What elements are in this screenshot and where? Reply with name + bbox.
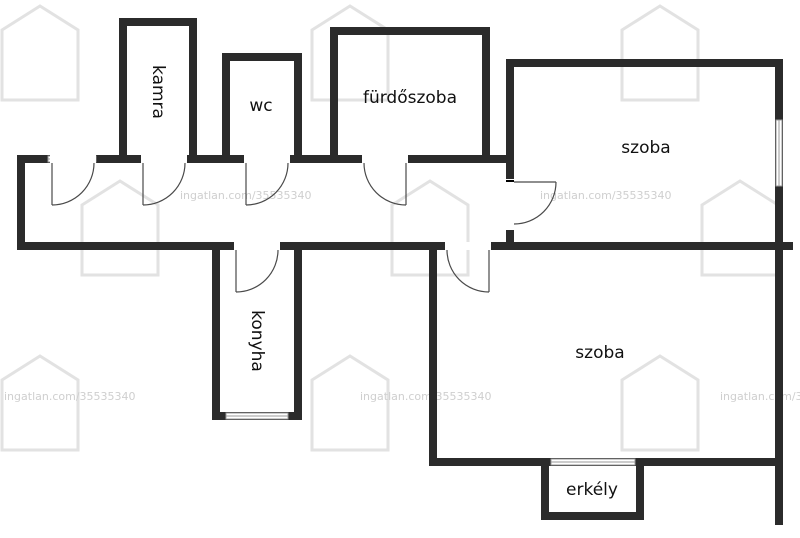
- doors: [50, 155, 557, 293]
- room-label-wc: wc: [249, 96, 272, 116]
- windows: [47, 119, 783, 466]
- room-label-szoba-bottom: szoba: [575, 343, 624, 363]
- room-label-kamra: kamra: [148, 65, 168, 119]
- watermark-text: ingatlan.com/35535340: [360, 390, 492, 403]
- door-szoba-top: [506, 180, 557, 228]
- watermark-text: ingatlan.com/35535340: [720, 390, 800, 403]
- door-wc: [244, 155, 290, 206]
- watermark-house-icon: [0, 4, 780, 452]
- room-label-erkely: erkély: [566, 480, 618, 500]
- room-label-furdoszoba: fürdőszoba: [363, 88, 457, 108]
- door-kamra: [141, 155, 187, 206]
- door-konyha: [234, 242, 280, 293]
- door-hall: [50, 155, 96, 206]
- watermark-text: ingatlan.com/35535340: [540, 189, 672, 202]
- room-labels: kamra wc fürdőszoba szoba szoba konyha e…: [148, 65, 671, 500]
- window-erkely: [550, 458, 636, 466]
- window-szoba-right: [775, 119, 783, 187]
- door-furdoszoba: [362, 155, 408, 206]
- watermark-text: ingatlan.com/35535340: [4, 390, 136, 403]
- room-label-szoba-top: szoba: [621, 138, 670, 158]
- window-konyha: [225, 412, 289, 420]
- door-szoba-bottom: [445, 242, 491, 293]
- room-label-konyha: konyha: [247, 310, 267, 372]
